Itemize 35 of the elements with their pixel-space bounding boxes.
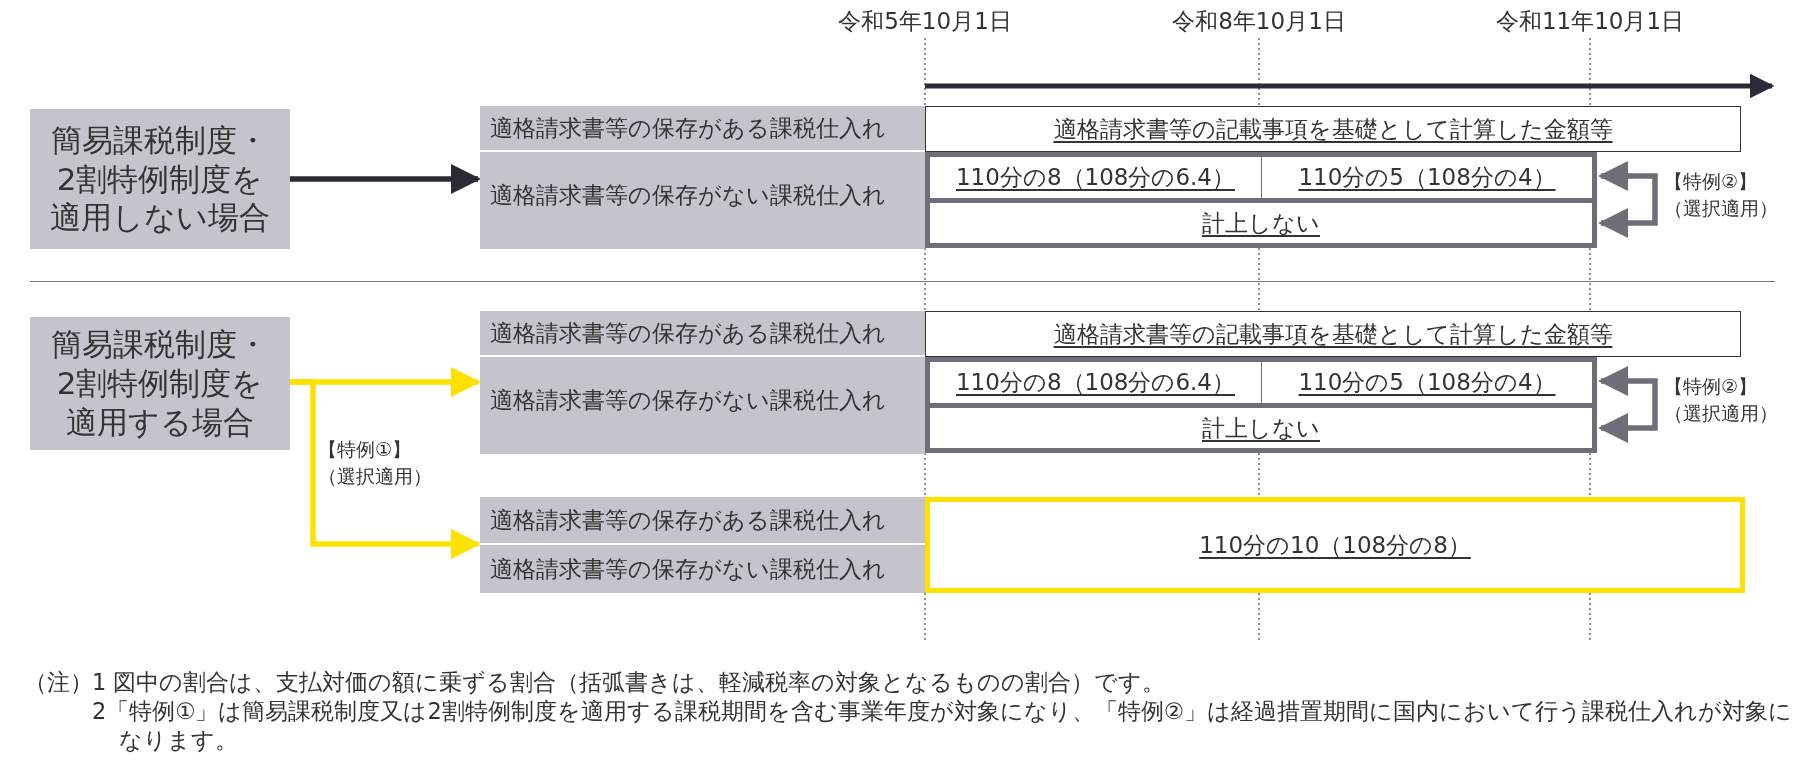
row-label: 適格請求書等の保存がない課税仕入れ bbox=[489, 386, 887, 415]
date-label: 令和11年10月1日 bbox=[1495, 7, 1685, 36]
amount-text: 適格請求書等の記載事項を基礎として計算した金額等 bbox=[1053, 319, 1613, 349]
row-label: 適格請求書等の保存がある課税仕入れ bbox=[480, 497, 925, 545]
note-label: （注） bbox=[24, 668, 93, 697]
amount-box bbox=[925, 311, 1741, 357]
category-box bbox=[480, 106, 925, 249]
category-box bbox=[480, 497, 925, 593]
amount-text: 適格請求書等の記載事項を基礎として計算した金額等 bbox=[1053, 114, 1613, 144]
case-box: 簡易課税制度・2割特例制度を適用する場合 bbox=[30, 317, 290, 450]
row-label: 適格請求書等の保存がない課税仕入れ bbox=[489, 181, 887, 210]
arrow bbox=[290, 379, 482, 560]
highlight-frame bbox=[925, 497, 1745, 593]
rate-frame bbox=[925, 357, 1597, 453]
note-text: 1 図中の割合は、支払対価の額に乗ずる割合（括弧書きは、軽減税率の対象となるものの割合）です。 bbox=[92, 668, 1167, 697]
arrow bbox=[1598, 160, 1658, 239]
rate-cell: 計上しない bbox=[930, 403, 1592, 448]
rate-cell: 110分の8（108分の6.4） bbox=[930, 362, 1261, 403]
rate-frame bbox=[925, 152, 1597, 248]
note-text: 2「特例①」は簡易課税制度又は2割特例制度を適用する課税期間を含む事業年度が対象になり、「特例②」は経過措置期間に国内において行う課税仕入れが対象になります。 bbox=[92, 697, 1792, 755]
row-label: 適格請求書等の保存がない課税仕入れ bbox=[489, 554, 887, 584]
rate-cell: 110分の5（108分の4） bbox=[1261, 157, 1592, 198]
row-label: 適格請求書等の保存がある課税仕入れ bbox=[480, 106, 925, 152]
date-label: 令和5年10月1日 bbox=[838, 7, 1012, 36]
rate-cell: 計上しない bbox=[930, 198, 1592, 243]
date-label: 令和8年10月1日 bbox=[1172, 7, 1346, 36]
arrow bbox=[1598, 365, 1658, 444]
category-box bbox=[480, 311, 925, 454]
case-box: 簡易課税制度・2割特例制度を適用しない場合 bbox=[30, 109, 290, 249]
rate-text: 110分の10（108分の8） bbox=[1199, 530, 1471, 560]
arrow bbox=[290, 163, 482, 195]
amount-box bbox=[925, 106, 1741, 152]
row-label: 適格請求書等の保存がある課税仕入れ bbox=[480, 311, 925, 357]
rate-cell: 110分の5（108分の4） bbox=[1261, 362, 1592, 403]
rate-cell: 110分の8（108分の6.4） bbox=[930, 157, 1261, 198]
